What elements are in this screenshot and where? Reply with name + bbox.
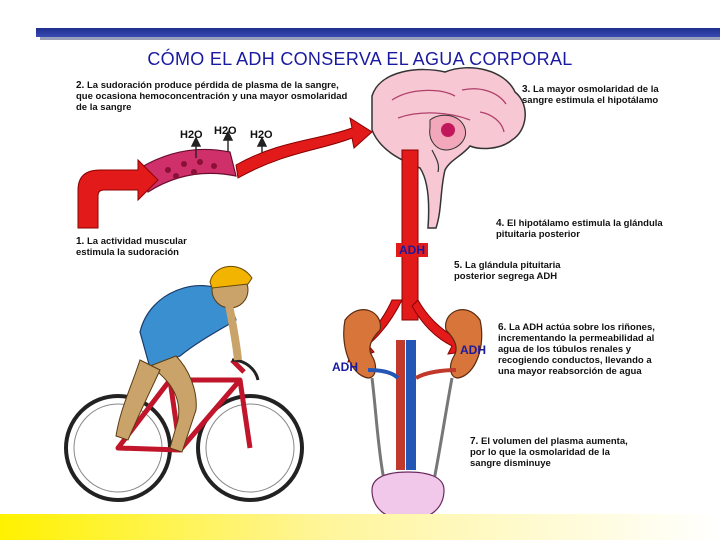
- brain-illustration: [371, 67, 526, 229]
- step-4-number: 4.: [496, 218, 505, 229]
- kidneys-illustration: [343, 309, 483, 531]
- water-label-1: H2O: [180, 129, 203, 141]
- arrow-vessel-to-brain: [235, 116, 373, 179]
- step-4-text: El hipotálamo estimula la glándula pitui…: [496, 218, 663, 240]
- step-3-text: La mayor osmolaridad de la sangre estimu…: [522, 84, 659, 106]
- step-2-text: La sudoración produce pérdida de plasma …: [76, 80, 348, 113]
- step-3-number: 3.: [522, 84, 531, 95]
- step-6-label: 6. La ADH actúa sobre los riñones, incre…: [498, 322, 670, 377]
- step-1-label: 1. La actividad muscular estimula la sud…: [76, 236, 226, 258]
- step-7-number: 7.: [470, 436, 479, 447]
- step-7-label: 7. El volumen del plasma aumenta, por lo…: [470, 436, 630, 469]
- step-6-number: 6.: [498, 322, 507, 333]
- page-title: CÓMO EL ADH CONSERVA EL AGUA CORPORAL: [147, 49, 573, 69]
- adh-label-right-kidney: ADH: [460, 343, 486, 357]
- cyclist-illustration: [64, 265, 304, 502]
- bottom-bar: [0, 514, 720, 540]
- step-5-label: 5. La glándula pituitaria posterior segr…: [454, 260, 604, 282]
- title-bar-shadow: [40, 37, 720, 40]
- step-5-text: La glándula pituitaria posterior segrega…: [454, 260, 561, 282]
- step-1-number: 1.: [76, 236, 85, 247]
- arrow-muscle-to-vessel: [77, 158, 159, 229]
- step-2-number: 2.: [76, 80, 85, 91]
- step-5-number: 5.: [454, 260, 463, 271]
- step-4-label: 4. El hipotálamo estimula la glándula pi…: [496, 218, 696, 240]
- adh-label-left-kidney: ADH: [332, 360, 358, 374]
- step-3-label: 3. La mayor osmolaridad de la sangre est…: [522, 84, 672, 106]
- adh-label-pituitary: ADH: [396, 243, 428, 257]
- water-label-3: H2O: [250, 129, 273, 141]
- step-1-text: La actividad muscular estimula la sudora…: [76, 236, 187, 258]
- title-bar: [36, 28, 720, 37]
- blood-vessel: [139, 148, 237, 193]
- water-label-2: H2O: [214, 125, 237, 137]
- step-6-text: La ADH actúa sobre los riñones, incremen…: [498, 322, 655, 377]
- step-2-label: 2. La sudoración produce pérdida de plas…: [76, 80, 356, 113]
- step-7-text: El volumen del plasma aumenta, por lo qu…: [470, 436, 628, 469]
